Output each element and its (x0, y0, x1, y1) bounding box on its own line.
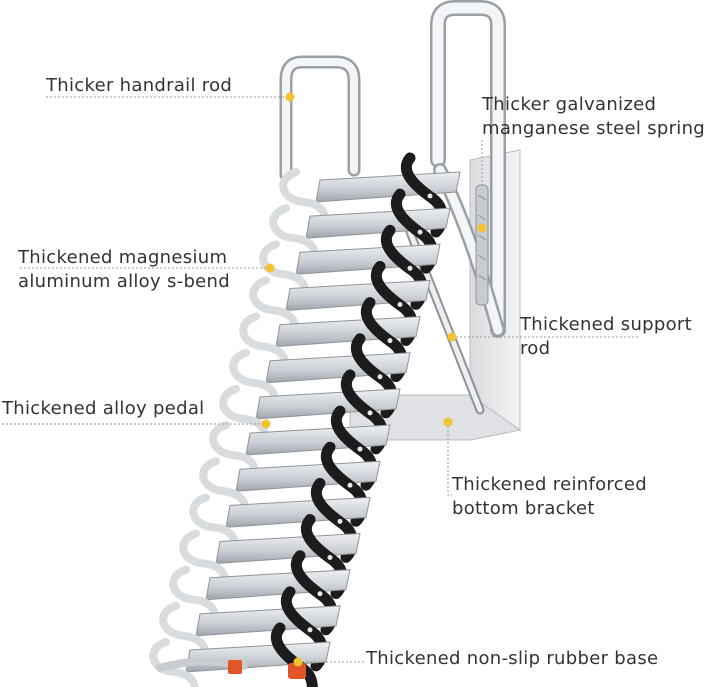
marker-spring (477, 223, 487, 233)
callout-spring-line2: manganese steel spring (482, 118, 706, 139)
rivet (307, 627, 313, 633)
ladder-steps (149, 152, 461, 687)
callout-pedal: Thickened alloy pedal (2, 397, 204, 421)
callout-bracket-line2: bottom bracket (452, 498, 595, 519)
rivet (417, 229, 423, 235)
callout-support-line2: rod (520, 338, 551, 359)
rivet (427, 193, 433, 199)
rivet (367, 410, 373, 416)
rivet (377, 374, 383, 380)
front-handrail (279, 55, 361, 182)
callout-rubber: Thickened non-slip rubber base (366, 647, 658, 671)
left-s-bend (149, 638, 199, 687)
marker-pedal (261, 419, 271, 429)
rubber-feet (156, 657, 306, 679)
callout-support: Thickened support rod (520, 313, 692, 361)
rivet (387, 338, 393, 344)
callout-bracket-line1: Thickened reinforced (452, 474, 648, 495)
callout-handrail: Thicker handrail rod (46, 74, 232, 98)
callout-sbend: Thickened magnesium aluminum alloy s-ben… (18, 246, 230, 294)
rivet (317, 591, 323, 597)
rivet (407, 265, 413, 271)
spring (475, 184, 489, 306)
rivet (337, 518, 343, 524)
callout-support-line1: Thickened support (520, 314, 692, 335)
leader-bracket (447, 422, 452, 496)
rivet (327, 555, 333, 561)
marker-bracket (443, 417, 453, 427)
callout-sbend-line2: aluminum alloy s-bend (18, 271, 230, 292)
callout-bracket: Thickened reinforced bottom bracket (452, 473, 647, 521)
marker-support (447, 332, 457, 342)
callout-pedal-line1: Thickened alloy pedal (2, 398, 205, 419)
callout-markers (261, 92, 487, 667)
callout-spring-line1: Thicker galvanized (482, 94, 657, 115)
callout-handrail-line1: Thicker handrail rod (46, 75, 233, 96)
callout-rubber-line1: Thickened non-slip rubber base (366, 648, 659, 669)
rivet (347, 482, 353, 488)
marker-sbend (265, 263, 275, 273)
rivet (397, 301, 403, 307)
rivet (357, 446, 363, 452)
leader-lines (2, 96, 640, 663)
callout-sbend-line1: Thickened magnesium (18, 247, 228, 268)
callout-spring: Thicker galvanized manganese steel sprin… (482, 93, 705, 141)
marker-handrail (285, 92, 295, 102)
marker-rubber (293, 657, 303, 667)
